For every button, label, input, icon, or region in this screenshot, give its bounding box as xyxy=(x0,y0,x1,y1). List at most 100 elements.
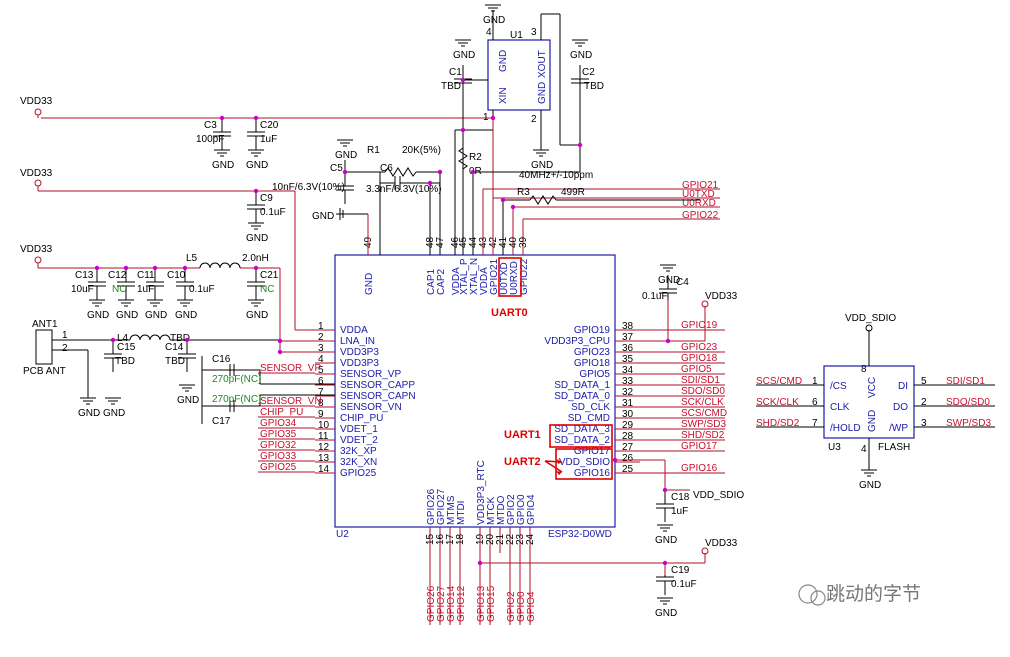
u2-pin-name: 32K_XP xyxy=(340,446,377,457)
u2-pin-name: LNA_IN xyxy=(340,336,375,347)
l5-inductor: L5 2.0nH xyxy=(186,253,269,269)
bottom-net-label: GPIO15 xyxy=(486,585,497,622)
junction-dot xyxy=(460,127,466,133)
bottom-net-label: GPIO0 xyxy=(516,591,527,622)
u2-part: ESP32-D0WD xyxy=(548,529,612,540)
u2-pin-num: 23 xyxy=(515,533,526,545)
u2-pin-num: 17 xyxy=(445,533,456,545)
u3-gnd-name: GND xyxy=(867,410,878,432)
cap-ref: C13 xyxy=(75,270,94,281)
u2-pin-num: 25 xyxy=(622,464,634,475)
vdd33-label-3: VDD33 xyxy=(20,244,53,255)
cap-val: 1uF xyxy=(671,506,688,517)
cap-ref: C3 xyxy=(204,120,217,131)
u3-left-net: SHD/SD2 xyxy=(756,418,800,429)
l4-val: TBD xyxy=(170,333,190,344)
r1-c6-network: R1 20K(5%) C6 3.3nF/6.3V(10%) C5 10nF/6.… xyxy=(272,145,442,255)
vdd33-label-4: VDD33 xyxy=(705,291,738,302)
bottom-net-label: GPIO2 xyxy=(506,591,517,622)
u3-pin-name: DI xyxy=(898,381,908,392)
u2-pin-num: 39 xyxy=(518,236,529,248)
gnd-label: GND xyxy=(145,310,167,321)
u2-pin-name: VDD3P3_RTC xyxy=(476,460,487,525)
left-net-label: GPIO34 xyxy=(260,418,297,429)
u2-pin-name: GPIO18 xyxy=(574,358,611,369)
vdd33-label-2: VDD33 xyxy=(20,168,53,179)
gnd-pin-49: GND xyxy=(312,208,369,255)
r3-val: 499R xyxy=(561,187,585,198)
l5-val: 2.0nH xyxy=(242,253,269,264)
u2-pin-name: GPIO4 xyxy=(526,494,537,525)
vdd33-rail-top: VDD33 xyxy=(20,96,494,255)
top-net-label: U0TXD xyxy=(682,189,715,200)
junction-dot xyxy=(500,197,506,203)
u2-pin-num: 43 xyxy=(478,236,489,248)
u2-pin-name: SD_DATA_1 xyxy=(554,380,610,391)
cap-ref: C18 xyxy=(671,492,690,503)
u2-bottom-pins: 15GPIO2616GPIO2717MTMS18MTDI19VDD3P3_RTC… xyxy=(425,460,537,553)
u2-pin-name: VDDA xyxy=(340,325,368,336)
junction-dot xyxy=(253,115,259,121)
u2-pin-num: 8 xyxy=(318,398,324,409)
r1-val: 20K(5%) xyxy=(402,145,441,156)
uart1-label: UART1 xyxy=(504,429,541,441)
junction-dot xyxy=(612,457,618,463)
u2-pin-num: 31 xyxy=(622,398,634,409)
u1-pin-1-num: 1 xyxy=(483,112,489,123)
u2-pin-name: MTDO xyxy=(496,495,507,525)
u3-vcc-num: 8 xyxy=(861,364,867,375)
right-net-label: SDO/SD0 xyxy=(681,386,725,397)
gnd-label: GND xyxy=(246,310,268,321)
u1-crystal: U1 GND XOUT XIN GND 4 3 1 2 40MHz+/-10pp… xyxy=(483,10,593,181)
u2-pin-name: SENSOR_VP xyxy=(340,369,401,380)
u2-pin-num: 9 xyxy=(318,409,324,420)
uart-highlights: UART0 UART1 UART2 xyxy=(491,257,613,480)
vdd33-rail-3: VDD33 xyxy=(20,244,335,353)
gnd-label: GND xyxy=(658,275,680,286)
u2-pin-name: SENSOR_VN xyxy=(340,402,402,413)
u2-pin-name: VDDA xyxy=(451,267,462,295)
u3-left-net: SCS/CMD xyxy=(756,376,802,387)
right-net-label: GPIO23 xyxy=(681,342,718,353)
bottom-net-label: GPIO12 xyxy=(456,585,467,622)
vdd-sdio-wiring: VDD_SDIO VDD33 VDD33 xyxy=(479,291,744,575)
junction-dot xyxy=(510,204,516,210)
gnd-label: GND xyxy=(175,310,197,321)
cap-val: 1uF xyxy=(260,134,277,145)
ant-pin-2: 2 xyxy=(62,343,68,354)
u3-pin-num: 3 xyxy=(921,418,927,429)
junction-dot xyxy=(110,337,116,343)
ant-pin-1: 1 xyxy=(62,330,68,341)
u1-pin-4-num: 4 xyxy=(486,27,492,38)
u2-pin-name: GPIO5 xyxy=(579,369,610,380)
c5-val: 10nF/6.3V(10%) xyxy=(272,182,345,193)
u3-pin-name: /WP xyxy=(889,423,908,434)
u2-pin-num: 34 xyxy=(622,365,634,376)
u1-ref: U1 xyxy=(510,30,523,41)
u3-right-net: SWP/SD3 xyxy=(946,418,991,429)
u2-pin-name: XTAL_P xyxy=(459,258,470,295)
gnd-label: GND xyxy=(859,480,881,491)
cap-ref: C4 xyxy=(676,277,689,288)
u2-pin-name: GPIO2 xyxy=(506,494,517,525)
gnd-label: GND xyxy=(87,310,109,321)
c16-c17: C16 270pF(NC) 270pF(NC) C17 xyxy=(201,354,335,427)
cap-ref: C9 xyxy=(260,193,273,204)
vdd-sdio-label-u2: VDD_SDIO xyxy=(693,490,744,501)
u3-right-net: SDO/SD0 xyxy=(946,397,990,408)
u2-pin-name: CHIP_PU xyxy=(340,413,383,424)
u1-frequency: 40MHz+/-10ppm xyxy=(519,170,593,181)
u2-pin-name: SD_DATA_3 xyxy=(554,424,610,435)
c17-val: 270pF(NC) xyxy=(212,394,261,405)
left-net-label: GPIO33 xyxy=(260,451,297,462)
vdd33-label-5: VDD33 xyxy=(705,538,738,549)
r2-ref: R2 xyxy=(469,152,482,163)
right-net-label: SHD/SD2 xyxy=(681,430,725,441)
u2-pin-num: 21 xyxy=(495,533,506,545)
u2-pin-name: SD_CLK xyxy=(571,402,610,413)
